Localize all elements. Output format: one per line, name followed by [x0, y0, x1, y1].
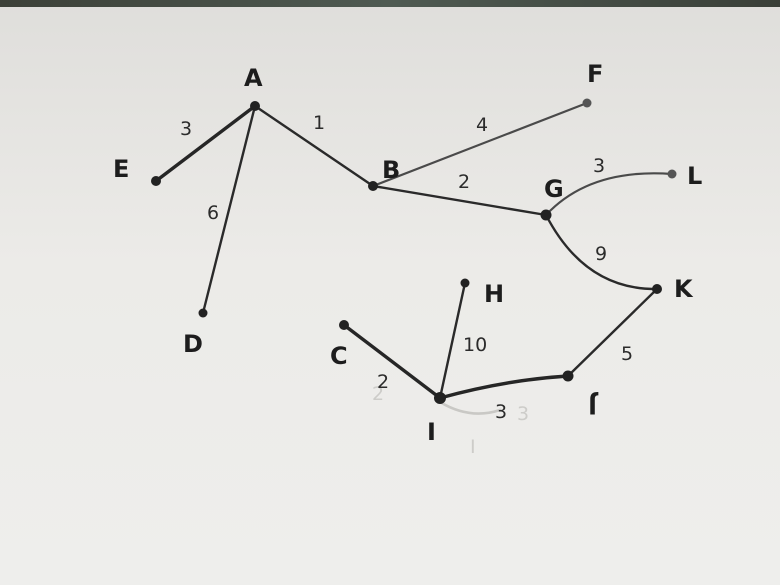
- node-label-a: A: [244, 64, 263, 92]
- node-b: [368, 181, 378, 191]
- weight-a-b: 1: [313, 112, 325, 134]
- node-a: [250, 101, 260, 111]
- edge-g-l: [544, 172, 674, 217]
- weight-i-c: 2: [377, 371, 389, 393]
- edge-i-h: [438, 281, 467, 400]
- weight-g-l: 3: [593, 155, 605, 177]
- weight-i-h: 10: [463, 334, 487, 356]
- node-label-e: E: [113, 155, 129, 183]
- edge-i-j: [438, 374, 570, 400]
- node-j: [562, 370, 574, 382]
- erased-mark-i: I: [470, 436, 476, 458]
- weight-k-j: 5: [621, 343, 633, 365]
- edge-g-k: [544, 213, 659, 291]
- weight-a-e: 3: [180, 118, 192, 140]
- node-label-h: H: [484, 280, 504, 308]
- edge-k-j: [566, 287, 659, 378]
- background-edge: [0, 0, 780, 7]
- node-g: [540, 209, 552, 221]
- node-label-g: G: [544, 175, 564, 203]
- weight-b-f: 4: [476, 114, 488, 136]
- node-label-c: C: [330, 342, 348, 370]
- node-label-i: I: [427, 418, 436, 446]
- weight-g-k: 9: [595, 243, 607, 265]
- node-i: [434, 392, 446, 404]
- node-e: [151, 176, 161, 186]
- edge-b-g: [371, 184, 548, 217]
- edge-a-b: [253, 104, 375, 188]
- edge-i-c: [342, 323, 442, 400]
- node-label-l: L: [687, 162, 702, 190]
- node-label-b: B: [382, 156, 400, 184]
- edge-a-e: [154, 104, 257, 183]
- erased-mark-2: 2: [372, 383, 384, 405]
- node-c: [339, 320, 349, 330]
- weight-b-g: 2: [458, 171, 470, 193]
- weight-i-j: 3: [495, 401, 507, 423]
- erased-mark-3: 3: [517, 403, 529, 425]
- node-l: [667, 169, 677, 179]
- node-label-d: D: [183, 330, 203, 358]
- node-k: [652, 284, 662, 294]
- node-label-j: J: [588, 391, 599, 419]
- node-f: [582, 98, 592, 108]
- node-h: [460, 278, 470, 288]
- node-label-k: K: [674, 275, 694, 303]
- edge-a-d: [201, 104, 257, 315]
- node-d: [198, 308, 208, 318]
- edge-b-f: [371, 101, 589, 188]
- weight-a-d: 6: [207, 202, 219, 224]
- erased-edge: [438, 400, 502, 415]
- node-label-f: F: [587, 60, 603, 88]
